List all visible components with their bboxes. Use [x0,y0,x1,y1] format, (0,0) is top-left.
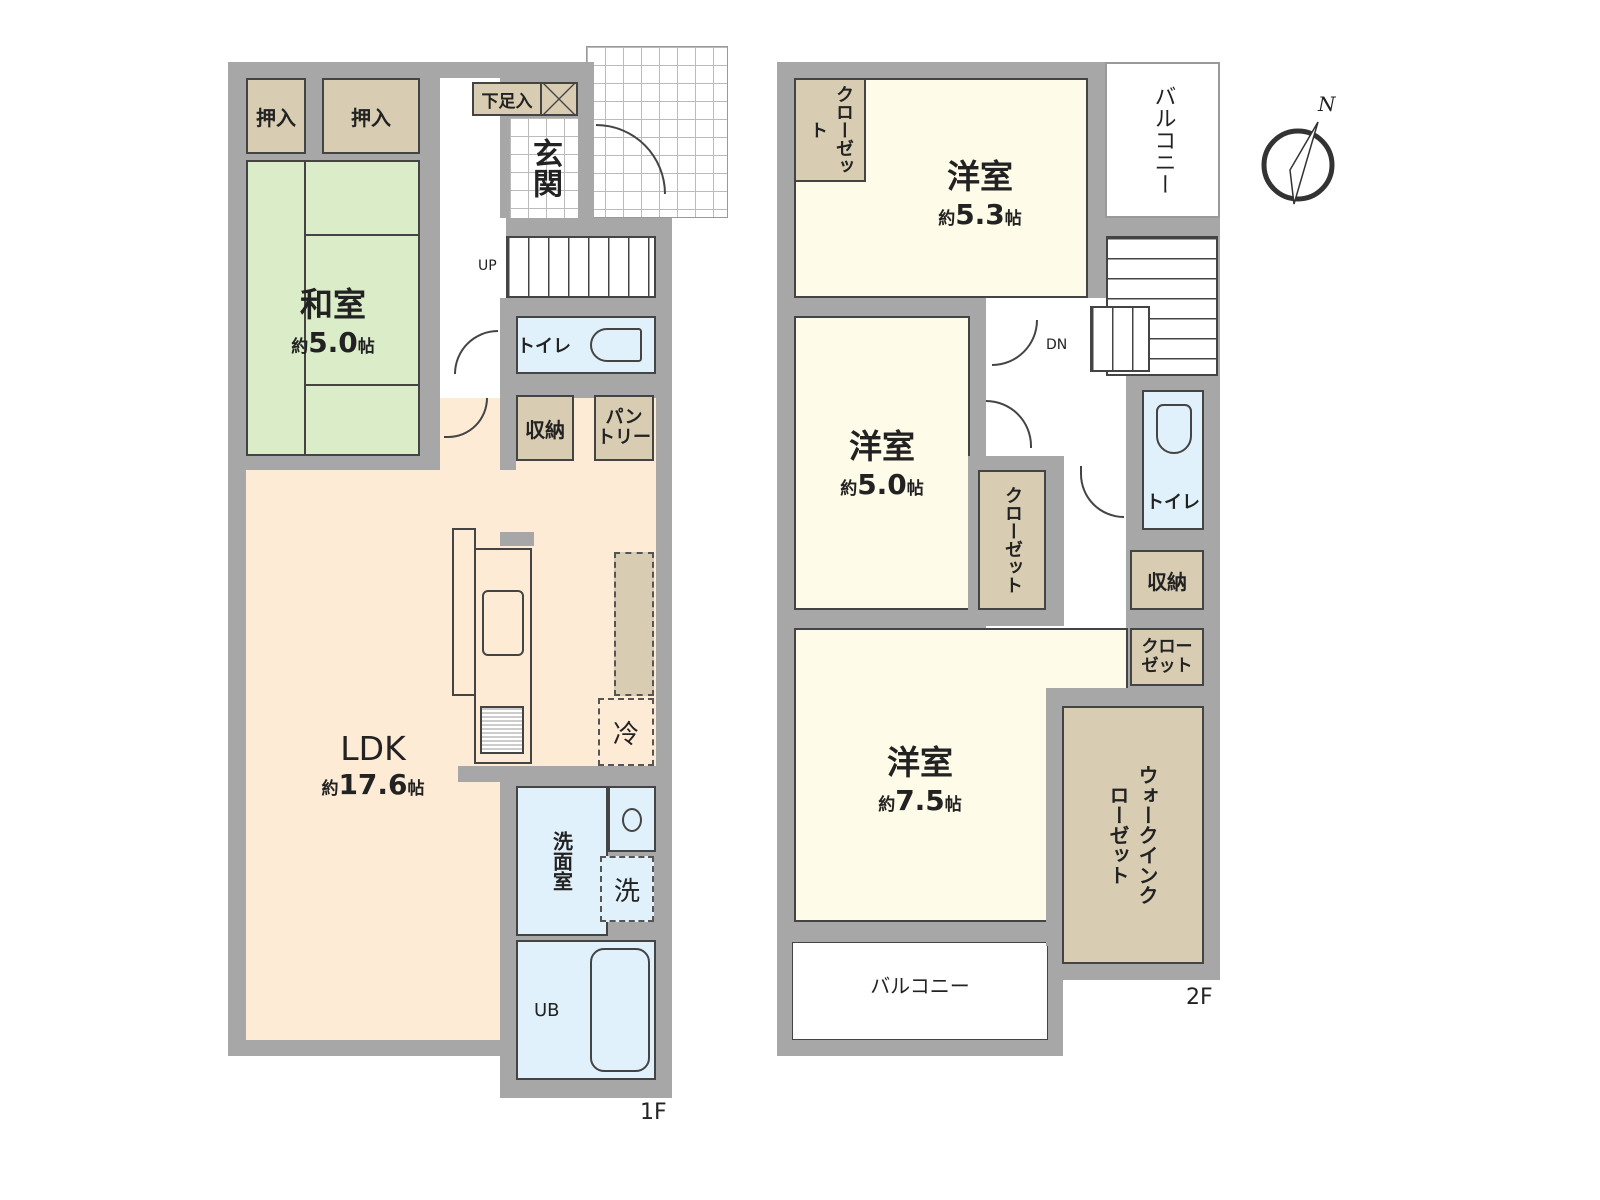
area-prefix: 約 [938,208,956,229]
storage-2f: 収納 [1130,550,1204,610]
closet-oshiire-1: 押入 [246,78,306,154]
sink-icon [482,590,524,656]
balcony-top: バルコニー [1105,62,1220,218]
room-name: 洋室 [849,426,915,466]
floor-1-label: 1F [640,1100,667,1125]
walk-in-closet: ウォークインクローゼット [1062,706,1204,964]
balcony-bottom-label: バルコニー [870,974,970,998]
western-room-3-label: 洋室 約7.5帖 [820,726,1020,826]
closet-oshiire-2: 押入 [322,78,420,154]
wash-basin [608,786,656,852]
stove-icon [480,706,524,754]
basin-icon [622,808,642,832]
washing-machine: 洗 [600,856,654,922]
area-prefix: 約 [878,794,896,815]
floor-2-label: 2F [1186,985,1213,1010]
area-unit: 帖 [944,794,962,815]
area-unit: 帖 [357,336,375,357]
area-unit: 帖 [1004,208,1022,229]
kitchen-bar-counter [452,528,476,696]
bathtub-icon [590,948,650,1072]
area-value: 5.0 [308,325,358,359]
shoe-storage: 下足入 [472,82,542,116]
closet-small: クローゼット [1130,628,1204,686]
area-unit: 帖 [906,478,924,499]
toilet-bowl-icon [590,328,642,362]
area-prefix: 約 [321,779,339,799]
stairs-1f[interactable] [506,236,656,298]
wall [1046,688,1220,708]
area-value: 17.6 [338,768,408,801]
stairs-down-label: DN [1046,337,1068,353]
pantry-label-2: トリー [597,427,651,448]
room-name: LDK [340,729,406,768]
room-name: 洋室 [947,156,1013,196]
japanese-room-label: 和室 約5.0帖 [246,258,420,378]
western-room-2 [794,316,970,610]
entrance: 玄関 [510,118,578,218]
kitchen-cabinet [614,552,654,696]
refrigerator: 冷 [598,698,654,766]
storage-1f: 収納 [516,395,574,461]
compass-north-label: N [1318,92,1336,116]
closet-room-2: クローゼット [978,470,1046,610]
stairs-up-label: UP [478,258,497,274]
wall [458,766,658,782]
pantry: パン トリー [594,395,654,461]
room-name: 洋室 [887,742,953,782]
western-room-2-label: 洋室 約5.0帖 [794,410,970,510]
kitchen-counter [474,548,532,764]
wall [500,385,656,397]
hallway [500,218,506,298]
toilet-bowl-icon [1156,404,1192,454]
stairs-2f-lower[interactable] [1090,306,1150,372]
walk-in-closet-label: ウォークインクローゼット [1106,765,1159,905]
area-value: 5.3 [955,197,1005,231]
area-prefix: 約 [291,336,309,357]
shoe-storage-void [540,82,578,116]
room-name: 和室 [300,284,366,324]
wall [500,532,534,546]
toilet-1f [516,316,656,374]
washroom: 洗面室 [516,786,608,936]
ldk-label: LDK 約17.6帖 [246,710,500,820]
north-compass-icon: N [1256,92,1346,222]
area-prefix: 約 [840,478,858,499]
area-value: 5.0 [857,467,907,501]
toilet-label: トイレ [517,336,571,357]
wall [1046,706,1062,946]
closet-room-1: クローゼット [794,78,866,182]
pantry-label-1: パン [605,407,643,429]
area-unit: 帖 [407,779,425,799]
area-value: 7.5 [895,783,945,817]
japanese-room [246,160,420,456]
balcony-bottom [792,942,1048,1040]
western-room-1-label: 洋室 約5.3帖 [880,140,1080,240]
wall [500,395,516,470]
